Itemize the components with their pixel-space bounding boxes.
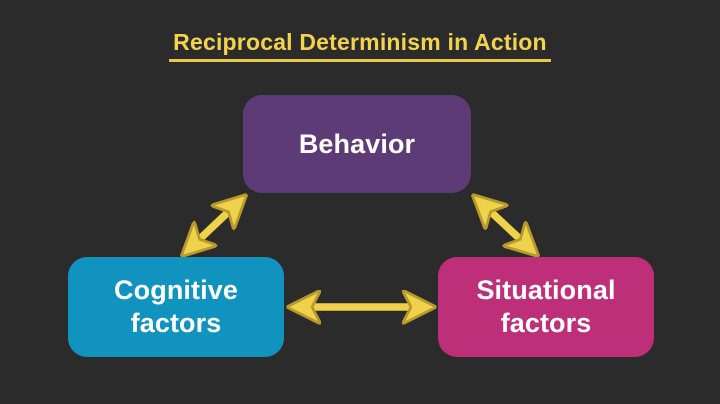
page-title: Reciprocal Determinism in Action [169,28,551,62]
node-cognitive-factors[interactable]: Cognitive factors [68,257,284,357]
node-behavior-label: Behavior [298,128,416,159]
connector-behavior-situational [476,198,535,253]
node-behavior[interactable]: Behavior [243,95,471,193]
node-cognitive-factors-label: Cognitive factors [114,275,238,338]
node-situational-factors[interactable]: Situational factors [438,257,654,357]
node-situational-factors-label: Situational factors [476,275,616,338]
connector-behavior-cognitive [185,198,243,253]
diagram-title-container: Reciprocal Determinism in Action [0,28,720,62]
